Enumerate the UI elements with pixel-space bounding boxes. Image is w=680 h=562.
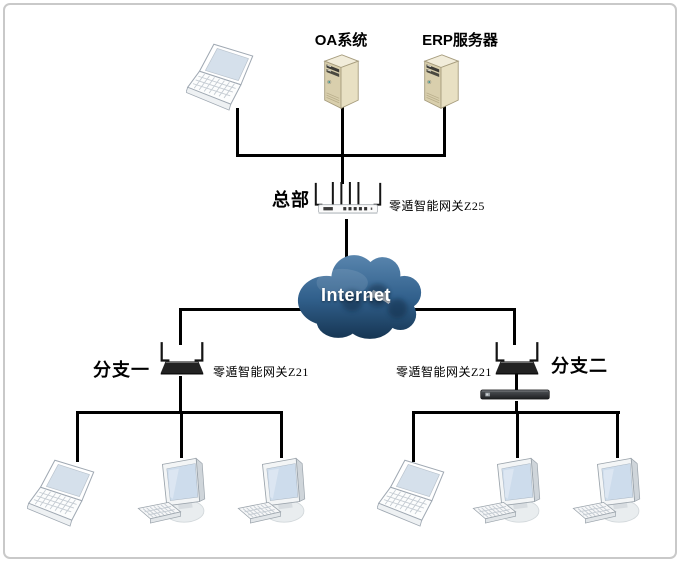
connection-line [179, 376, 182, 414]
connection-line [179, 308, 301, 311]
desktop-computer-icon [134, 452, 216, 532]
connection-line [443, 106, 446, 156]
desktop-computer-icon [234, 452, 316, 532]
connection-line [515, 401, 518, 414]
desktop-computer-icon [569, 452, 651, 532]
wireless-router-icon [312, 178, 384, 220]
connection-line [180, 414, 183, 458]
connection-line [515, 374, 518, 390]
connection-line [179, 308, 182, 345]
connection-line [341, 106, 344, 156]
connection-line [236, 108, 239, 156]
branch-two-label: 分支二 [551, 356, 608, 376]
connection-line [76, 411, 79, 462]
branch-one-gateway-label: 零遁智能网关Z21 [213, 365, 309, 379]
laptop-icon [186, 42, 262, 114]
tower-server-icon [417, 53, 465, 111]
network-switch-icon [479, 388, 551, 401]
router-icon [488, 339, 546, 380]
connection-line [341, 157, 344, 184]
connection-line [412, 411, 415, 462]
connection-line [280, 411, 283, 458]
connection-line [513, 308, 516, 345]
connection-line [412, 411, 620, 414]
connection-line [616, 411, 619, 458]
connection-line [345, 219, 348, 261]
oa-server-label: OA系统 [314, 32, 368, 49]
branch-one-label: 分支一 [93, 360, 150, 380]
desktop-computer-icon [469, 452, 551, 532]
branch-two-gateway-label: 零遁智能网关Z21 [396, 365, 492, 379]
connection-line [76, 411, 283, 414]
hq-gateway-label: 零遁智能网关Z25 [389, 199, 485, 213]
laptop-icon [27, 458, 103, 530]
internet-label: Internet [320, 285, 391, 305]
connection-line [415, 308, 516, 311]
connection-line [516, 414, 519, 458]
erp-server-label: ERP服务器 [422, 32, 498, 49]
router-icon [153, 339, 211, 380]
tower-server-icon [317, 53, 365, 111]
headquarters-label: 总部 [272, 190, 310, 210]
laptop-icon [377, 458, 453, 530]
connection-line [236, 154, 446, 157]
